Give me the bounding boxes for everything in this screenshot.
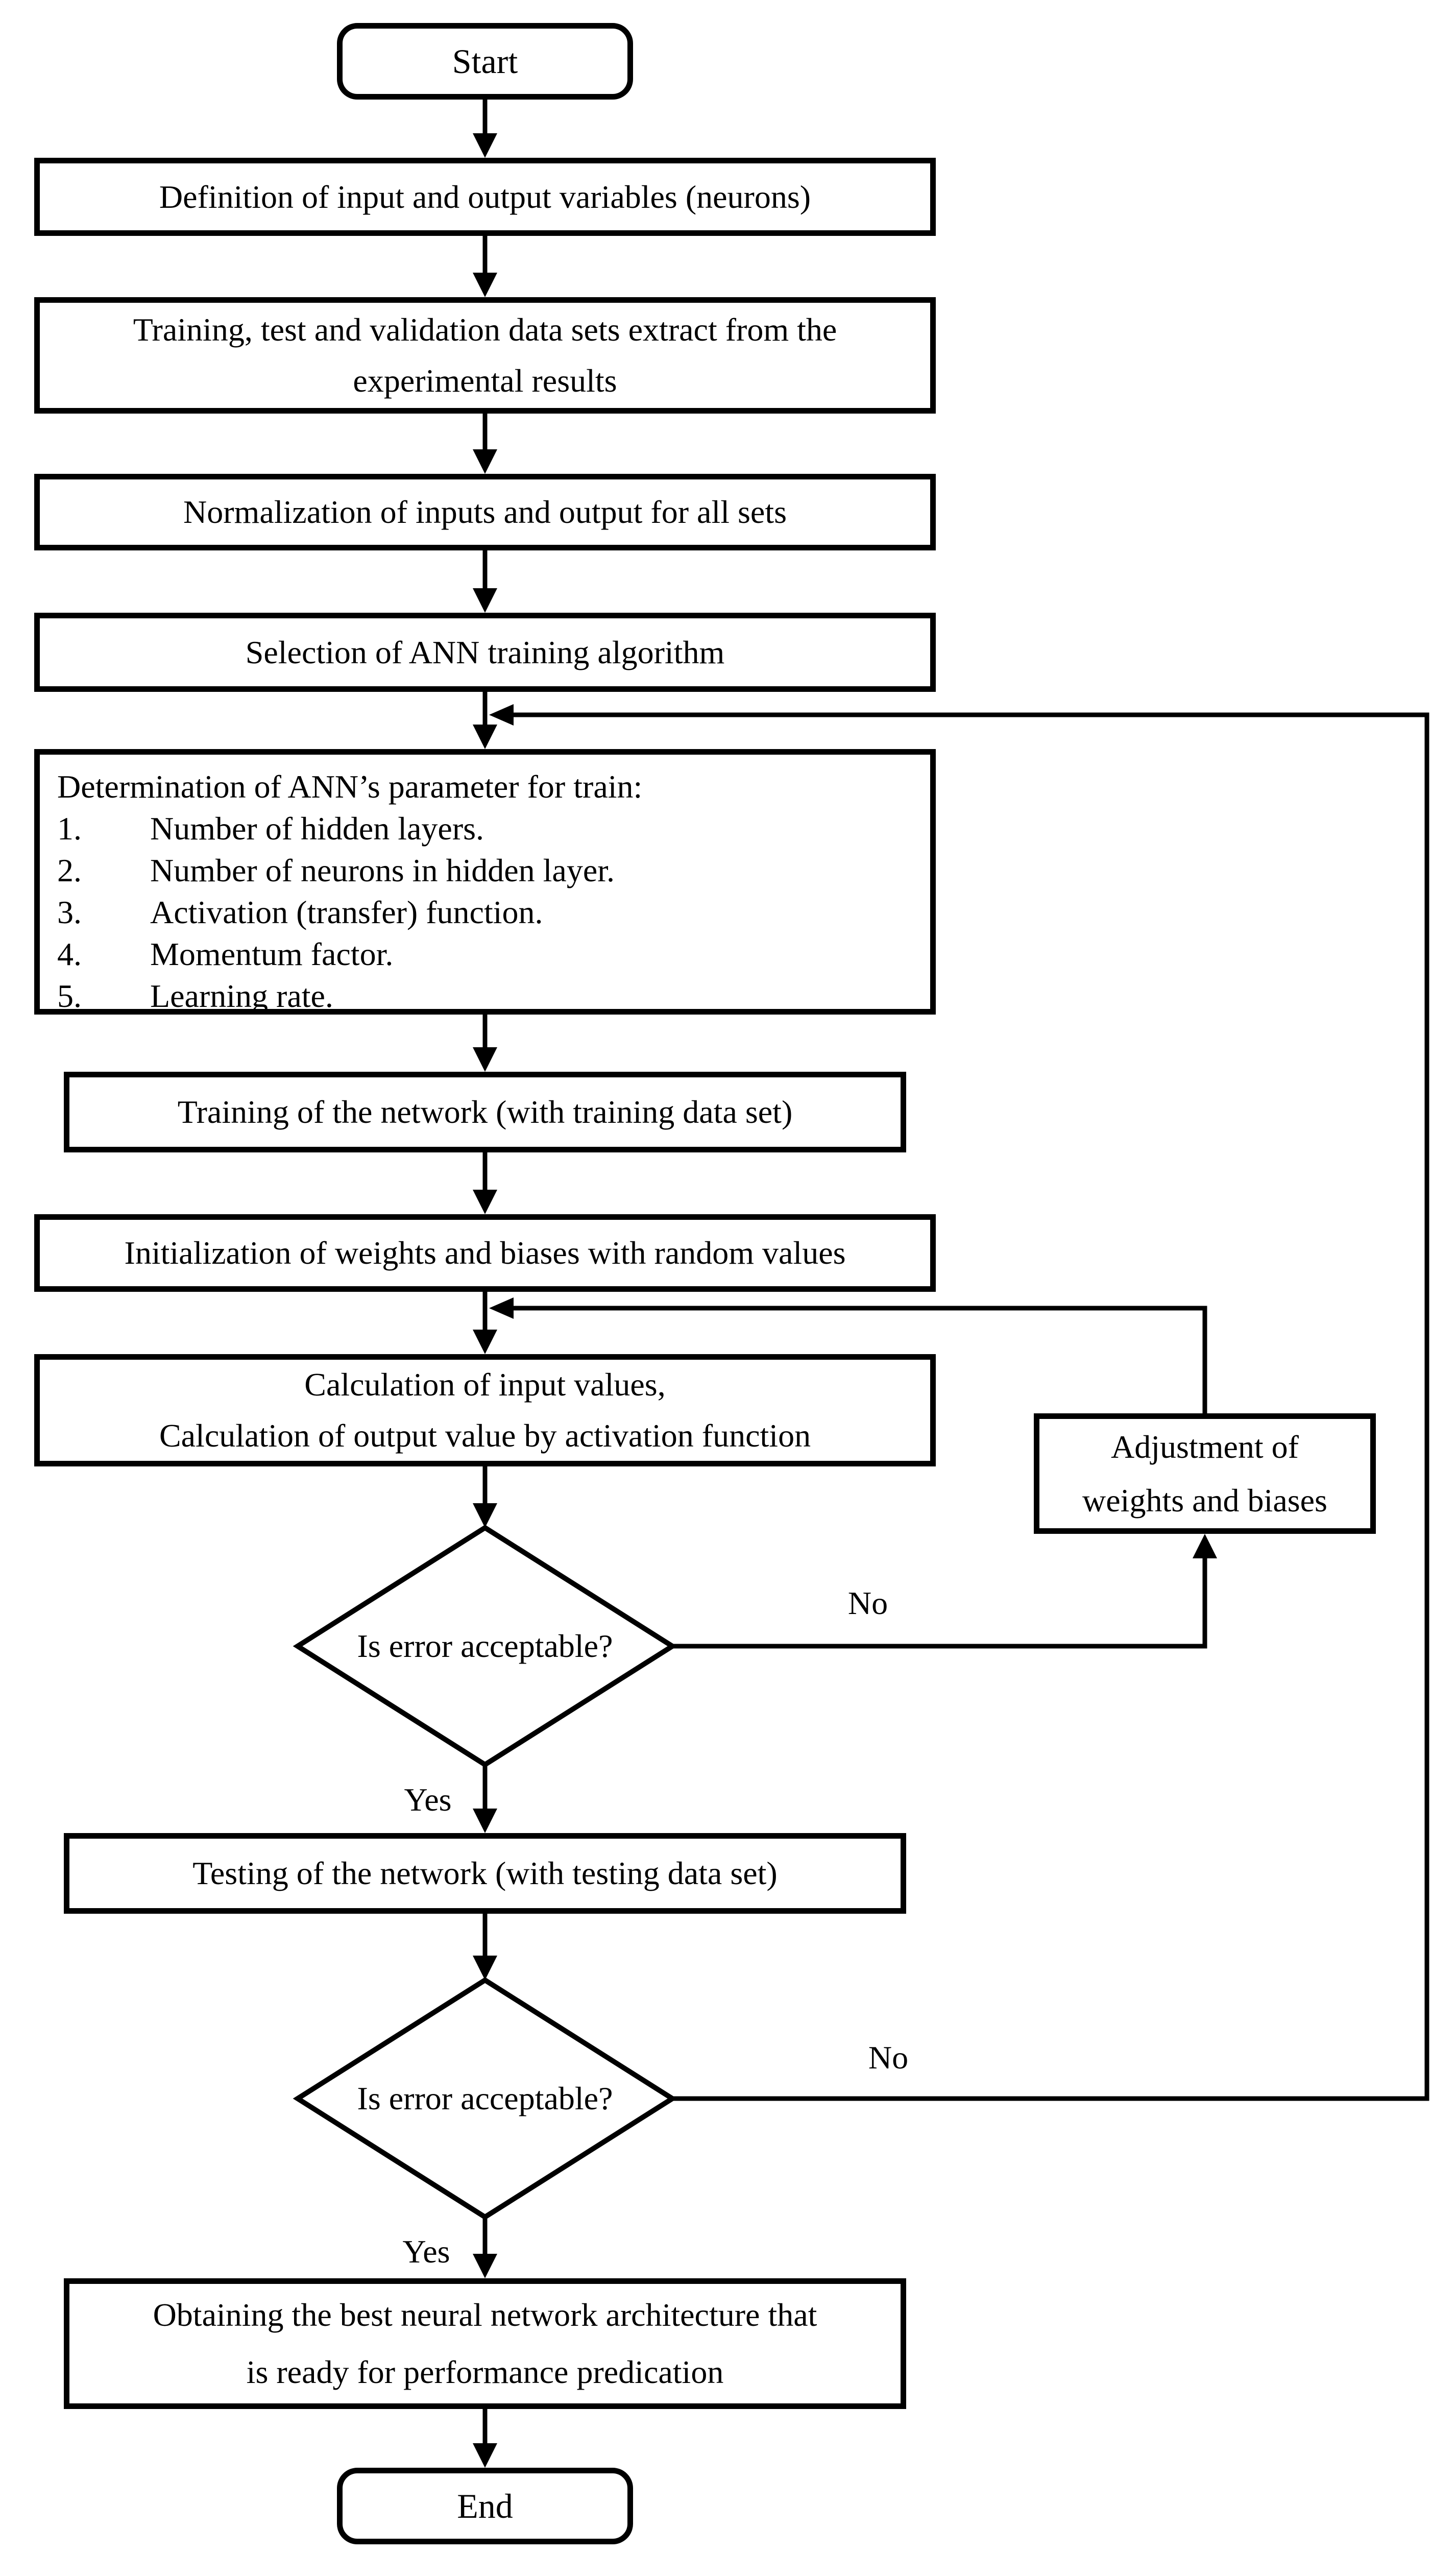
- arrowhead-calculation: [473, 1330, 497, 1354]
- arrowhead-decision1: [473, 1503, 497, 1528]
- determination-item-1-num: 1.: [57, 810, 82, 847]
- determination-heading: Determination of ANN’s parameter for tra…: [57, 768, 643, 805]
- determination-item-2-num: 2.: [57, 852, 82, 888]
- edge-decision1-no-to-adjustment: [672, 1558, 1207, 1649]
- process-calculation-line1: Calculation of input values,: [304, 1366, 666, 1403]
- edge-adjustment-loopback: [514, 1306, 1207, 1413]
- process-normalization: Normalization of inputs and output for a…: [34, 474, 936, 550]
- determination-item-5: 5. Learning rate.: [57, 975, 918, 1017]
- arrowhead-initialization: [473, 1190, 497, 1214]
- arrowhead-testing: [473, 1809, 497, 1833]
- determination-item-5-num: 5.: [57, 978, 82, 1014]
- determination-item-1-text: Number of hidden layers.: [150, 810, 484, 847]
- edge-label-no-1: No: [847, 1585, 888, 1621]
- process-obtaining-line1: Obtaining the best neural network archit…: [153, 2297, 817, 2333]
- arrowhead-selection: [473, 588, 497, 613]
- arrowhead-training: [473, 1047, 497, 1072]
- arrowhead-determination: [473, 725, 497, 749]
- process-calculation-line2: Calculation of output value by activatio…: [159, 1417, 811, 1454]
- determination-item-2: 2. Number of neurons in hidden layer.: [57, 850, 918, 892]
- determination-item-5-text: Learning rate.: [150, 978, 333, 1014]
- arrowhead-normalization: [473, 449, 497, 474]
- arrowhead-inner-loop-left: [489, 1297, 514, 1319]
- determination-item-4-text: Momentum factor.: [150, 936, 394, 972]
- arrowhead-definition: [473, 133, 497, 158]
- edge-decision2-no-loopback: [514, 712, 1429, 2101]
- edges: [482, 100, 1429, 2444]
- process-calculation: Calculation of input values, Calculation…: [34, 1354, 936, 1466]
- process-obtaining: Obtaining the best neural network archit…: [64, 2278, 906, 2409]
- determination-item-2-text: Number of neurons in hidden layer.: [150, 852, 615, 888]
- determination-item-1: 1. Number of hidden layers.: [57, 808, 918, 850]
- start-node: Start: [337, 23, 633, 100]
- process-testing: Testing of the network (with testing dat…: [64, 1833, 906, 1914]
- arrowheads: [473, 133, 1217, 2468]
- decision2-text: Is error acceptable?: [357, 2080, 613, 2116]
- arrowhead-outer-loop-left: [489, 704, 514, 726]
- arrowhead-obtaining: [473, 2254, 497, 2278]
- process-adjustment-line1: Adjustment of: [1111, 1429, 1299, 1465]
- process-datasets-line2: experimental results: [353, 363, 617, 399]
- end-node: End: [337, 2468, 633, 2544]
- determination-item-4-num: 4.: [57, 936, 82, 972]
- decision1-diamond: [293, 1525, 677, 1768]
- decision-diamonds: [293, 1525, 677, 2220]
- arrowhead-end: [473, 2443, 497, 2468]
- determination-item-4: 4. Momentum factor.: [57, 933, 918, 975]
- process-training: Training of the network (with training d…: [64, 1072, 906, 1152]
- determination-item-3-num: 3.: [57, 894, 82, 930]
- process-datasets-line1: Training, test and validation data sets …: [133, 311, 837, 348]
- decision1-text: Is error acceptable?: [357, 1628, 613, 1664]
- process-determination: Determination of ANN’s parameter for tra…: [34, 749, 936, 1015]
- process-selection: Selection of ANN training algorithm: [34, 613, 936, 692]
- process-definition: Definition of input and output variables…: [34, 158, 936, 236]
- process-adjustment-line2: weights and biases: [1082, 1482, 1327, 1519]
- arrowhead-decision2: [473, 1956, 497, 1980]
- decision2-diamond: [293, 1977, 677, 2220]
- edge-label-yes-2: Yes: [402, 2233, 450, 2270]
- process-obtaining-line2: is ready for performance predication: [246, 2354, 724, 2390]
- determination-item-3-text: Activation (transfer) function.: [150, 894, 543, 930]
- edge-label-no-2: No: [868, 2039, 909, 2076]
- process-datasets: Training, test and validation data sets …: [34, 297, 936, 414]
- process-initialization: Initialization of weights and biases wit…: [34, 1214, 936, 1292]
- determination-item-3: 3. Activation (transfer) function.: [57, 892, 918, 933]
- arrowhead-datasets: [473, 273, 497, 297]
- process-adjustment: Adjustment of weights and biases: [1034, 1413, 1376, 1534]
- edge-label-yes-1: Yes: [404, 1781, 452, 1818]
- arrowhead-adjustment-up: [1193, 1534, 1217, 1558]
